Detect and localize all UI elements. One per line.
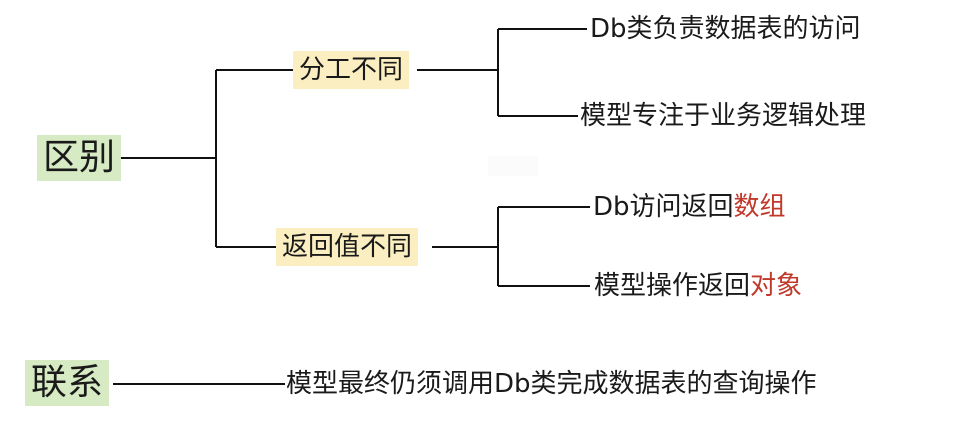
leaf-db-return-prefix: Db访问返回 xyxy=(593,192,734,222)
leaf-link: 模型最终仍须调用Db类完成数据表的查询操作 xyxy=(286,371,817,397)
leaf-model-return-prefix: 模型操作返回 xyxy=(594,271,751,301)
faint-placeholder xyxy=(488,156,538,176)
leaf-model-logic: 模型专注于业务逻辑处理 xyxy=(580,103,866,129)
node-diff-work: 分工不同 xyxy=(293,51,410,89)
node-diff-return-label: 返回值不同 xyxy=(282,232,413,262)
node-link-label: 联系 xyxy=(31,362,104,403)
node-diff: 区别 xyxy=(37,135,122,181)
leaf-db-access-label: Db类负责数据表的访问 xyxy=(590,14,861,44)
leaf-model-return: 模型操作返回对象 xyxy=(594,273,802,299)
node-link: 联系 xyxy=(25,360,110,406)
leaf-model-logic-label: 模型专注于业务逻辑处理 xyxy=(580,101,867,131)
node-diff-return: 返回值不同 xyxy=(276,228,419,266)
leaf-model-return-highlight: 对象 xyxy=(750,271,803,301)
leaf-link-label: 模型最终仍须调用Db类完成数据表的查询操作 xyxy=(286,369,817,399)
leaf-db-return: Db访问返回数组 xyxy=(593,194,786,220)
leaf-db-return-highlight: 数组 xyxy=(733,192,786,222)
node-diff-label: 区别 xyxy=(43,137,116,178)
node-diff-work-label: 分工不同 xyxy=(299,55,404,85)
leaf-db-access: Db类负责数据表的访问 xyxy=(590,16,861,42)
